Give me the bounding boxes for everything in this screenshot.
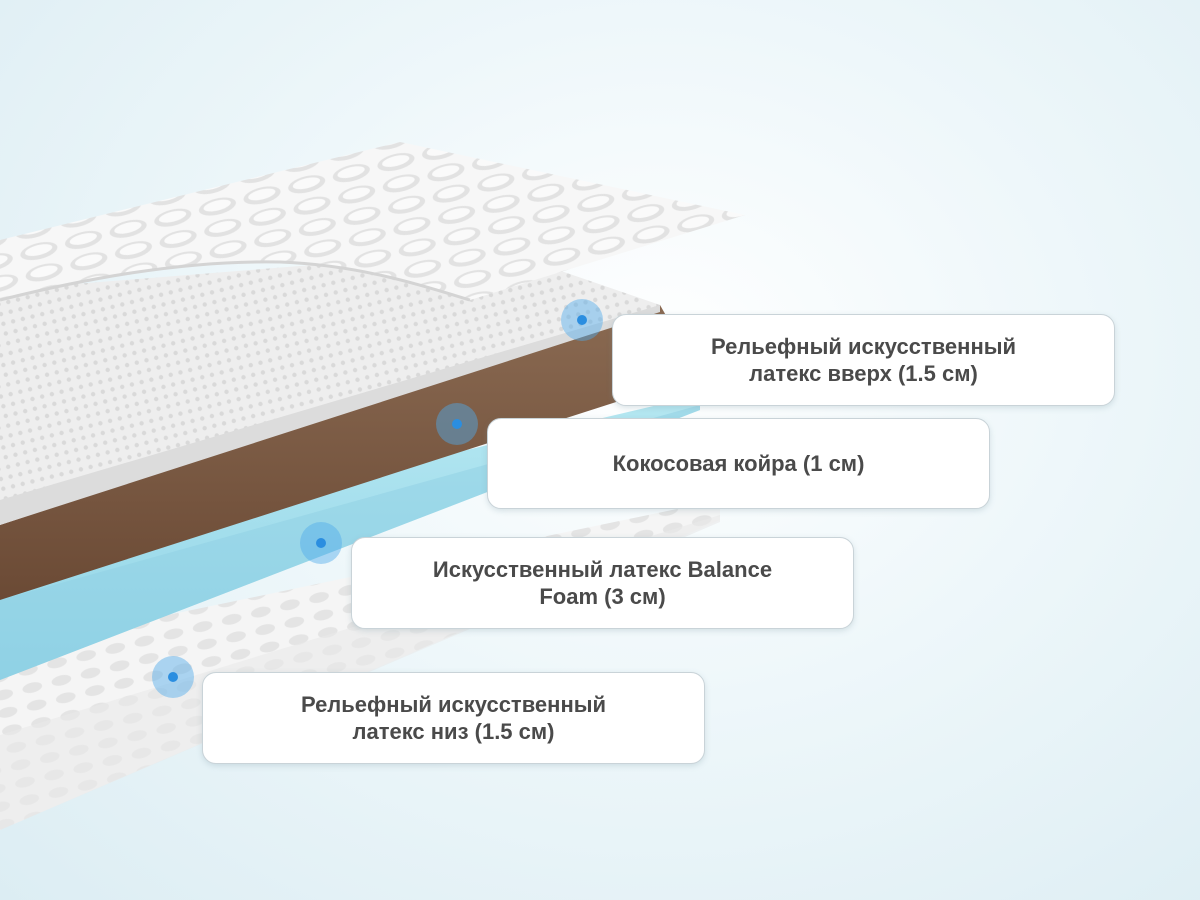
callout-coconut: Кокосовая койра (1 см): [487, 418, 990, 509]
quilted-cover: [0, 142, 745, 302]
callout-balance-foam: Искусственный латекс Balance Foam (3 см): [351, 537, 854, 629]
callout-top-latex-line2: латекс вверх (1.5 см): [749, 361, 978, 386]
callout-balance-foam-line1: Искусственный латекс Balance: [432, 557, 773, 582]
marker-coconut-icon: [436, 403, 478, 445]
callout-top-latex-line1: Рельефный искусственный: [710, 334, 1017, 359]
top-latex-layer: [0, 250, 660, 525]
callout-bottom-latex-line2: латекс низ (1.5 см): [352, 719, 555, 744]
callout-bottom-latex: Рельефный искусственный латекс низ (1.5 …: [202, 672, 705, 764]
coconut-coir-layer: [0, 305, 700, 600]
callout-bottom-latex-line1: Рельефный искусственный: [300, 692, 607, 717]
callout-balance-foam-line2: Foam (3 см): [539, 584, 666, 609]
marker-bottom-latex-icon: [152, 656, 194, 698]
marker-top-latex-icon: [561, 299, 603, 341]
callout-top-latex: Рельефный искусственный латекс вверх (1.…: [612, 314, 1115, 406]
marker-balance-foam-icon: [300, 522, 342, 564]
callout-coconut-line1: Кокосовая койра (1 см): [612, 451, 865, 476]
